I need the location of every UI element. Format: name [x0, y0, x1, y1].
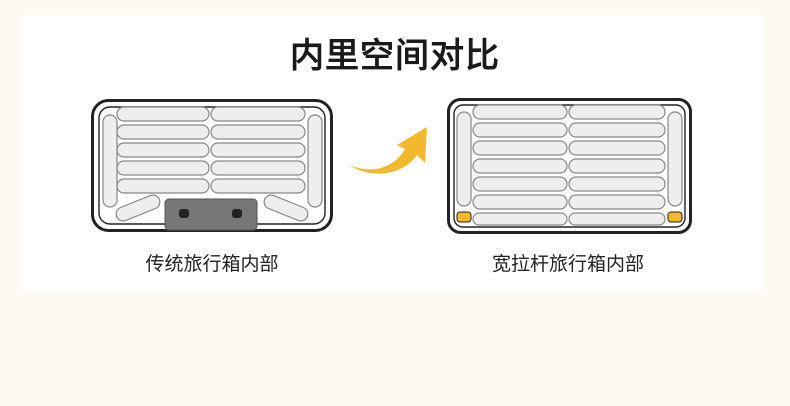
trolley-case-label: 宽拉杆旅行箱内部 — [438, 249, 698, 276]
traditional-case-label: 传统旅行箱内部 — [82, 249, 342, 276]
page-title: 内里空间对比 — [0, 28, 790, 77]
curved-arrow-icon — [347, 123, 433, 179]
trolley-suitcase-icon — [447, 98, 692, 234]
traditional-suitcase-icon — [91, 99, 333, 232]
